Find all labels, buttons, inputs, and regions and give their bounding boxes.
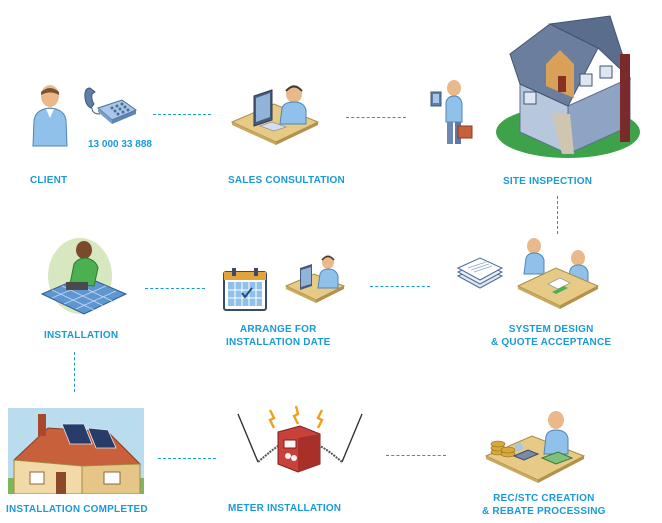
arrange-line2: INSTALLATION DATE <box>226 337 331 348</box>
step-label-completed: INSTALLATION COMPLETED <box>6 504 148 515</box>
phone-number[interactable]: 13 000 33 888 <box>88 139 152 150</box>
step-label-client: CLIENT <box>30 175 68 186</box>
design-line2: & QUOTE ACCEPTANCE <box>491 337 612 348</box>
installer-on-panels-icon <box>40 236 128 320</box>
step-label-installation: INSTALLATION <box>44 330 119 341</box>
design-meeting-icon <box>512 236 604 312</box>
telephone-icon <box>82 84 138 126</box>
documents-icon <box>456 254 504 294</box>
calendar-icon <box>222 266 268 312</box>
step-label-sales: SALES CONSULTATION <box>228 175 345 186</box>
scheduler-desk-icon <box>284 250 346 306</box>
solar-house-icon <box>8 408 144 494</box>
client-person-icon <box>30 84 70 150</box>
connector-sales-inspection <box>346 117 406 118</box>
arrange-line1: ARRANGE FOR <box>239 324 317 335</box>
connector-arrange-design <box>370 286 430 287</box>
step-label-inspection: SITE INSPECTION <box>503 176 593 187</box>
step-label-design: SYSTEM DESIGN & QUOTE ACCEPTANCE <box>491 323 611 349</box>
connector-inspection-design <box>557 196 558 234</box>
design-line1: SYSTEM DESIGN <box>508 324 594 335</box>
connector-completed-meter <box>158 458 216 459</box>
sales-consultant-desk-icon <box>228 74 320 146</box>
meter-box-icon <box>236 402 364 474</box>
rec-line2: & REBATE PROCESSING <box>482 506 606 517</box>
step-label-arrange: ARRANGE FOR INSTALLATION DATE <box>226 323 331 349</box>
connector-meter-rec <box>386 455 446 456</box>
connector-installation-arrange <box>145 288 205 289</box>
step-label-rec: REC/STC CREATION & REBATE PROCESSING <box>482 492 606 518</box>
inspector-with-briefcase-icon <box>428 78 474 150</box>
rec-line1: REC/STC CREATION <box>493 493 595 504</box>
connector-installation-completed <box>74 352 75 392</box>
house-icon <box>490 14 640 166</box>
step-label-meter: METER INSTALLATION <box>228 503 342 514</box>
connector-client-sales <box>153 114 211 115</box>
rebate-processing-icon <box>484 402 586 484</box>
